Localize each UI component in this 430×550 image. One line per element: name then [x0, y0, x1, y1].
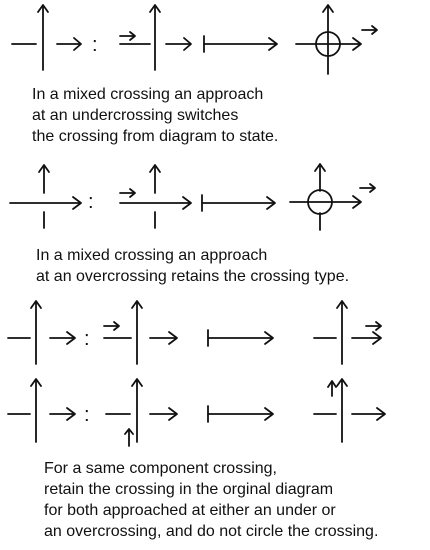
- approach-arrow: [49, 331, 76, 345]
- caption-line: for both approached at either an under o…: [44, 502, 336, 519]
- maps-to-arrow: [207, 329, 274, 347]
- circled-overcrossing: [289, 163, 376, 231]
- rule-separator: :: [92, 34, 98, 56]
- caption-line: the crossing from diagram to state.: [32, 128, 279, 145]
- caption-line: In a mixed crossing an approach: [36, 247, 268, 264]
- rule-mixed-under: :: [11, 4, 378, 75]
- caption-same-component: For a same component crossing, retain th…: [44, 458, 378, 542]
- crossing-overcrossing: [9, 164, 82, 229]
- caption-line: For a same component crossing,: [44, 460, 277, 477]
- rule-separator: :: [84, 328, 90, 350]
- crossing-undercrossing: [7, 378, 42, 443]
- rule-separator: :: [84, 404, 90, 426]
- caption-line: at an overcrossing retains the crossing …: [36, 268, 350, 285]
- rule-mixed-over: :: [9, 163, 376, 231]
- maps-to-arrow: [201, 194, 276, 212]
- circled-state-crossing: [295, 4, 378, 75]
- caption-mixed-under: In a mixed crossing an approach at an un…: [32, 84, 278, 147]
- caption-line: retain the crossing in the orginal diagr…: [44, 481, 334, 498]
- caption-line: at an undercrossing switches: [32, 107, 239, 124]
- caption-line: In a mixed crossing an approach: [32, 86, 264, 103]
- maps-to-arrow: [207, 405, 274, 423]
- crossing-undercrossing: [7, 300, 42, 365]
- approach-arrow: [165, 37, 192, 51]
- crossing-approached-undercrossing: [119, 4, 161, 71]
- rule-same-component-over: :: [7, 378, 386, 447]
- crossing-undercrossing: [11, 4, 49, 71]
- approach-arrow: [149, 331, 178, 345]
- unchanged-crossing: [313, 300, 382, 365]
- unchanged-crossing: [313, 378, 386, 443]
- rule-separator: :: [88, 191, 94, 213]
- crossing-approached-overcrossing: [119, 164, 192, 229]
- approach-arrow: [149, 407, 178, 421]
- crossing-approached-overcrossing: [105, 378, 143, 447]
- approach-arrow: [49, 407, 76, 421]
- crossing-approached-undercrossing: [103, 300, 143, 365]
- caption-line: an overcrossing, and do not circle the c…: [44, 523, 379, 540]
- caption-mixed-over: In a mixed crossing an approach at an ov…: [36, 245, 349, 287]
- rule-same-component-under: :: [7, 300, 382, 365]
- maps-to-arrow: [203, 35, 278, 53]
- approach-arrow: [56, 37, 82, 51]
